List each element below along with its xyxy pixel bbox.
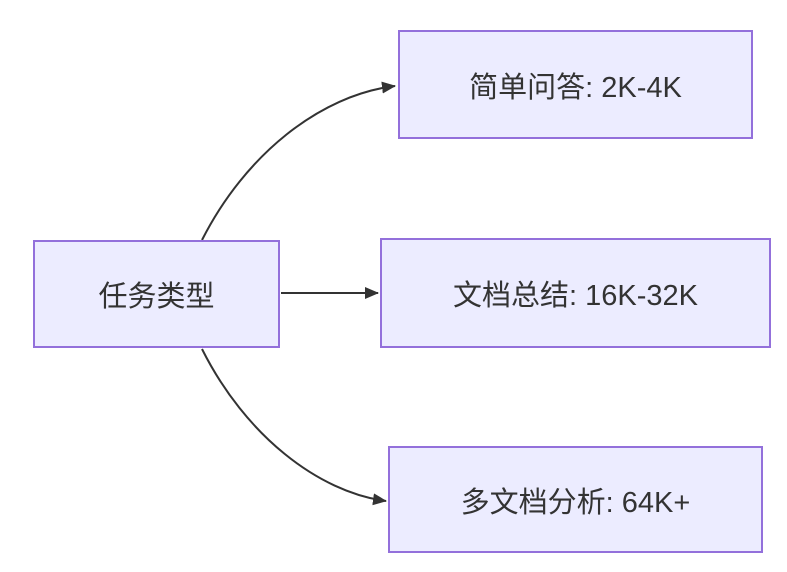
edge-root-to-branch-3 bbox=[201, 348, 387, 506]
node-doc-summary: 文档总结: 16K-32K bbox=[380, 238, 771, 348]
node-task-type: 任务类型 bbox=[33, 240, 280, 348]
node-multi-doc-analysis: 多文档分析: 64K+ bbox=[388, 446, 763, 553]
node-task-type-label: 任务类型 bbox=[98, 281, 215, 313]
node-simple-qa: 简单问答: 2K-4K bbox=[398, 30, 753, 139]
node-doc-summary-label: 文档总结: 16K-32K bbox=[453, 280, 698, 312]
node-simple-qa-label: 简单问答: 2K-4K bbox=[469, 71, 682, 104]
edge-root-to-branch-1 bbox=[201, 81, 396, 241]
node-multi-doc-analysis-label: 多文档分析: 64K+ bbox=[460, 486, 691, 519]
